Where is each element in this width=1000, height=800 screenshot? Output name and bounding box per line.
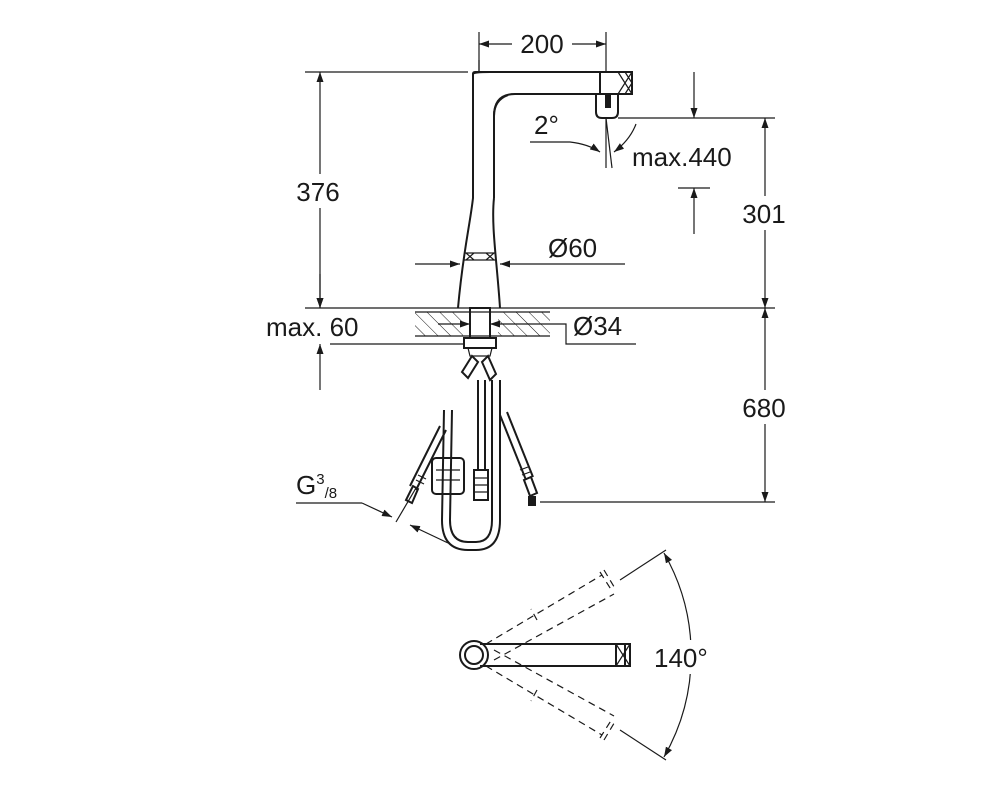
swivel-angle-label: 140°	[654, 643, 708, 673]
base-ring	[464, 252, 496, 261]
spout-top-view	[480, 643, 626, 667]
hoses	[404, 354, 539, 551]
reach-label: 200	[520, 29, 563, 59]
base-diameter-label: Ø60	[548, 233, 597, 263]
pull-out-hose	[448, 380, 493, 543]
spout-curve	[472, 71, 509, 117]
dim-connection: G3/8	[296, 470, 449, 544]
spray-angle-label: 2°	[534, 110, 559, 140]
deck	[330, 307, 775, 357]
dim-hole-diameter: Ø34	[438, 311, 636, 345]
hose-length-label: 680	[742, 393, 785, 423]
top-view: 140°	[459, 549, 724, 761]
dim-deck-thickness: max. 60	[266, 274, 359, 390]
spout-height-label: 301	[742, 199, 785, 229]
nozzle-detail	[605, 94, 611, 108]
hose-weight	[431, 457, 465, 495]
supply-connector	[528, 496, 536, 506]
connection-label: G3/8	[296, 470, 337, 502]
dim-spout-height: 301	[618, 117, 796, 308]
dim-max-swing: max.440	[632, 72, 732, 234]
mounting-nut	[463, 337, 497, 349]
deck-thickness-label: max. 60	[266, 312, 359, 342]
dim-total-height: 376	[288, 71, 468, 309]
faucet-body	[457, 60, 633, 309]
dim-base-diameter: Ø60	[415, 233, 625, 268]
hole-diameter-label: Ø34	[573, 311, 622, 341]
spray-nozzle	[595, 94, 619, 119]
dim-hose-length: 680	[540, 308, 796, 503]
dim-reach: 200	[478, 29, 607, 72]
total-height-label: 376	[296, 177, 339, 207]
spout-outline	[457, 71, 601, 309]
max-swing-label: max.440	[632, 142, 732, 172]
dim-spray-angle: 2°	[530, 110, 637, 169]
spray-head-grip	[617, 71, 633, 95]
